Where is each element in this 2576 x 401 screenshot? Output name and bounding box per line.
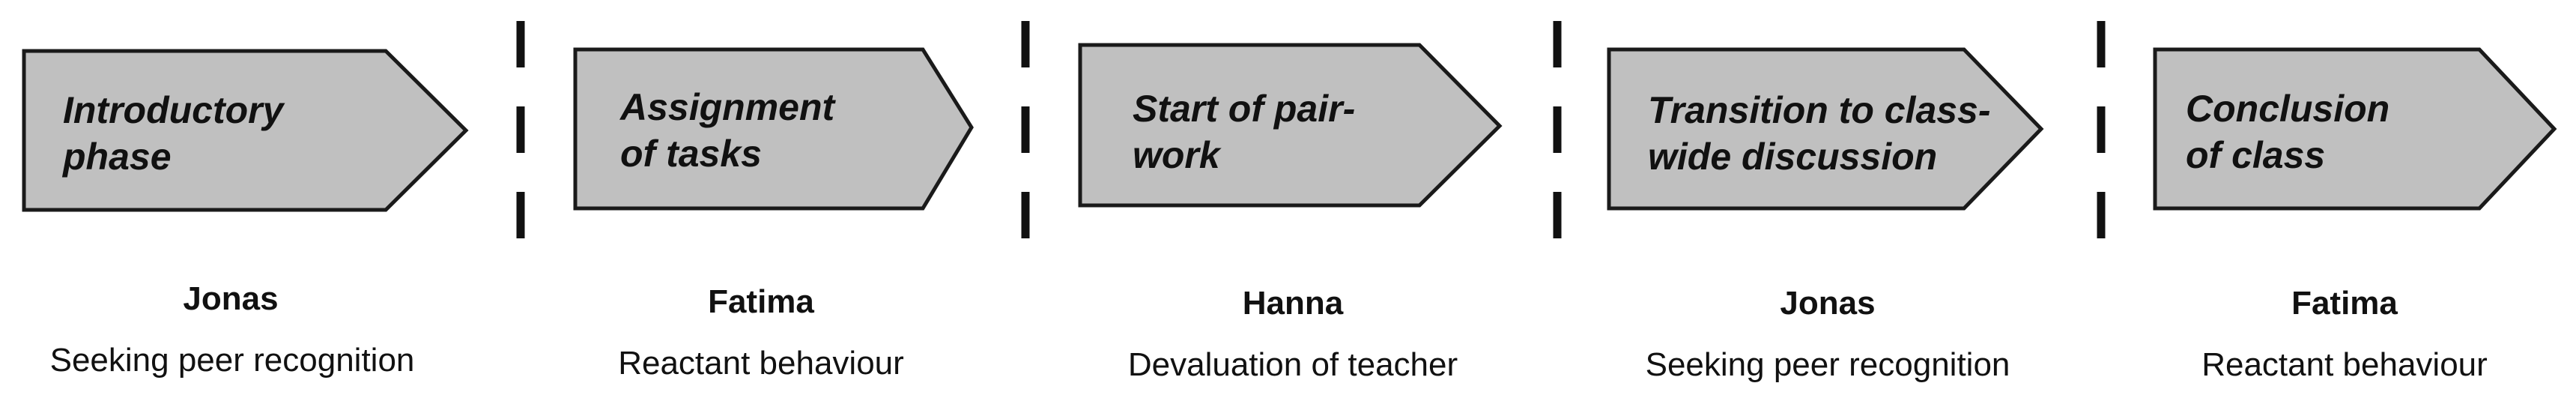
phase-label-line: Transition to class- <box>1648 89 1991 131</box>
phase-label-line: Assignment <box>620 86 835 128</box>
phase-label-line: of tasks <box>620 133 762 175</box>
student-name: Fatima <box>2291 285 2398 322</box>
student-name: Hanna <box>1242 285 1344 322</box>
behaviour-label: Reactant behaviour <box>2201 346 2488 383</box>
phase-arrow-pair-work <box>1078 43 1503 208</box>
phase-arrow-conclusion <box>2153 47 2557 211</box>
phase-label-line: wide discussion <box>1648 136 1938 178</box>
student-name: Fatima <box>708 283 814 320</box>
behaviour-label: Seeking peer recognition <box>49 342 415 379</box>
behaviour-label: Devaluation of teacher <box>1127 346 1458 383</box>
phase-label-pair-work: Start of pair- work <box>1133 85 1355 178</box>
phase-label-line: work <box>1133 134 1220 176</box>
phase-label-line: phase <box>63 136 172 178</box>
student-name: Jonas <box>183 280 279 317</box>
phase-arrow-introductory <box>22 49 469 212</box>
phase-label-conclusion: Conclusion of class <box>2186 85 2389 178</box>
phase-label-line: of class <box>2186 134 2326 176</box>
phase-label-line: Conclusion <box>2186 88 2390 130</box>
phase-label-transition: Transition to class- wide discussion <box>1648 87 1991 180</box>
phase-arrow-transition <box>1607 47 2044 211</box>
phase-label-line: Start of pair- <box>1133 88 1356 130</box>
behaviour-label: Reactant behaviour <box>618 345 904 382</box>
phase-label-line: Introductory <box>63 89 284 131</box>
phase-arrow-assignment <box>573 47 974 211</box>
student-name: Jonas <box>1780 285 1876 322</box>
phase-label-introductory: Introductory phase <box>63 87 283 180</box>
phase-label-assignment: Assignment of tasks <box>620 84 834 177</box>
behaviour-label: Seeking peer recognition <box>1645 346 2010 383</box>
